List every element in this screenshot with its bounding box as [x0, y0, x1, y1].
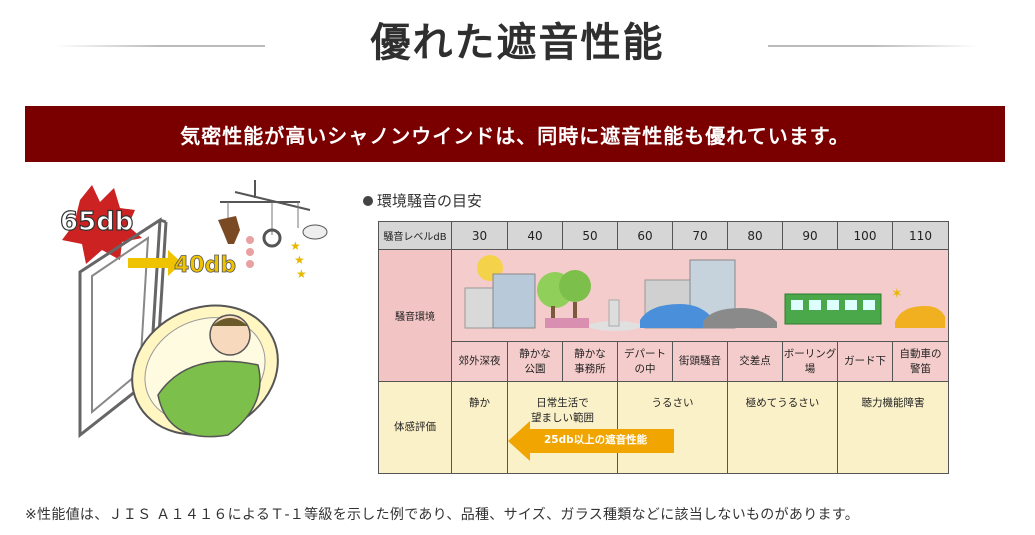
evaluation-cell: 日常生活で 望ましい範囲 [507, 381, 618, 474]
environment-cell: 郊外深夜 [451, 341, 508, 382]
environment-cell: ガード下 [837, 341, 893, 382]
level-cell: 40 [507, 221, 563, 250]
level-cell: 110 [892, 221, 949, 250]
evaluation-cell: 極めてうるさい [727, 381, 838, 474]
level-cell: 90 [782, 221, 838, 250]
evaluation-cell: 聴力機能障害 [837, 381, 949, 474]
soundproof-illustration: 65db 40db ★ ★ ★ [50, 180, 350, 460]
title-rule-left [55, 45, 265, 47]
soundproof-range-arrow: 25db以上の遮音性能 [508, 421, 674, 461]
environment-cell: 自動車の 警笛 [892, 341, 949, 382]
svg-text:★: ★ [290, 239, 301, 253]
environment-cell: 静かな 事務所 [562, 341, 618, 382]
svg-text:★: ★ [296, 267, 307, 281]
page-title: 優れた遮音性能 [370, 19, 665, 66]
evaluation-cell: 静か [451, 381, 508, 474]
noise-level-table: 騒音レベルdB 30 40 50 60 70 80 90 100 110 騒音環… [378, 221, 949, 474]
level-cell: 70 [672, 221, 728, 250]
chart-caption: 環境騒音の目安 [363, 190, 482, 211]
level-cell: 30 [451, 221, 508, 250]
environment-cell: デパート の中 [617, 341, 673, 382]
environment-scene-svg: ✶ [464, 255, 947, 331]
evaluation-label: 体感評価 [378, 381, 452, 474]
level-header-row: 騒音レベルdB 30 40 50 60 70 80 90 100 110 [378, 221, 949, 250]
svg-text:✶: ✶ [891, 286, 903, 302]
evaluation-row: 体感評価 静か 日常生活で 望ましい範囲 うるさい 極めてうるさい 聴力機能障害 [378, 381, 949, 474]
level-cell: 100 [837, 221, 893, 250]
level-cell: 50 [562, 221, 618, 250]
environment-cell: 街頭騒音 [672, 341, 728, 382]
environment-cell: 静かな 公園 [507, 341, 563, 382]
title-rule-right [768, 45, 978, 47]
level-header-label: 騒音レベルdB [378, 221, 452, 250]
environment-picture-row: 騒音環境 [378, 249, 949, 382]
banner-text: 気密性能が高いシャノンウインドは、同時に遮音性能も優れています。 [180, 123, 850, 148]
arrow-label: 25db以上の遮音性能 [544, 434, 648, 446]
environment-row: 郊外深夜 静かな 公園 静かな 事務所 デパート の中 街頭騒音 交差点 ボーリ… [379, 341, 949, 382]
evaluation-cell: うるさい [617, 381, 728, 474]
inside-level-text: 40db [174, 253, 236, 278]
headline-banner: 気密性能が高いシャノンウインドは、同時に遮音性能も優れています。 [25, 106, 1005, 162]
outside-level-text: 65db [60, 207, 133, 237]
baby-in-cradle-icon [131, 304, 279, 438]
environment-scene: ✶ [451, 249, 949, 342]
level-cell: 80 [727, 221, 783, 250]
bullet-icon [363, 195, 373, 206]
mobile-toy-icon: ★ ★ ★ [218, 180, 328, 281]
level-cell: 60 [617, 221, 673, 250]
svg-text:★: ★ [294, 253, 305, 267]
environment-cell: 交差点 [727, 341, 783, 382]
chart-caption-text: 環境騒音の目安 [377, 192, 483, 210]
arrow-left-icon [508, 421, 674, 461]
footnote: ※性能値は、ＪＩＳ Ａ１４１６によるＴ-１等級を示した例であり、品種、サイズ、ガ… [25, 507, 860, 523]
environment-label: 騒音環境 [378, 249, 452, 382]
illustration-svg: 65db 40db ★ ★ ★ [59, 180, 328, 439]
environment-cell: ボーリング 場 [782, 341, 838, 382]
noise-burst-icon [62, 185, 142, 264]
